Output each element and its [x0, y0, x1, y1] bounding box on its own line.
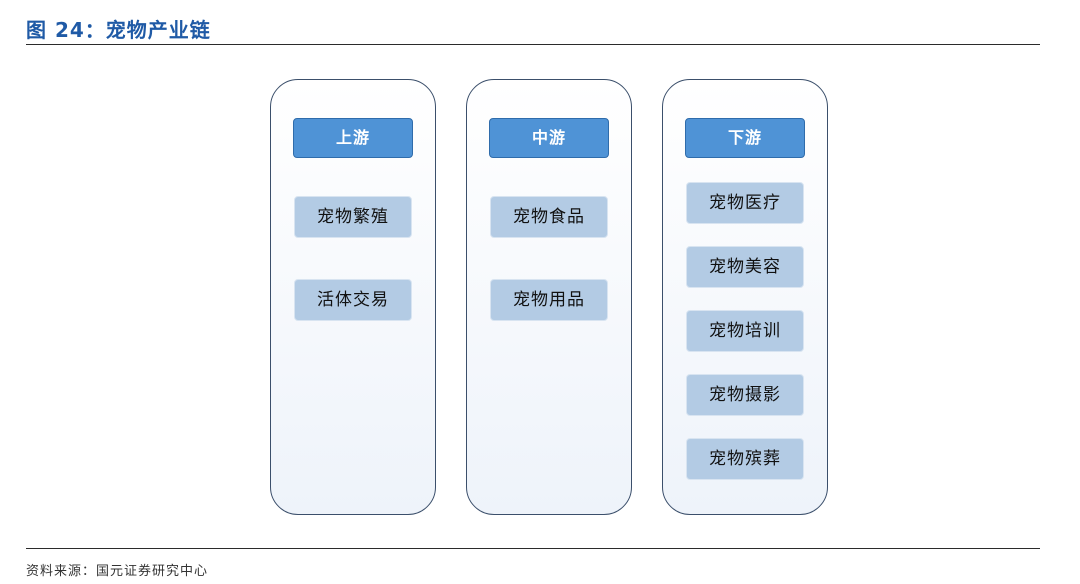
- downstream-item-funeral: 宠物殡葬: [686, 438, 804, 480]
- column-header-downstream: 下游: [685, 118, 805, 158]
- figure-title: 图 24：宠物产业链: [26, 18, 211, 42]
- midstream-item-supplies: 宠物用品: [490, 279, 608, 321]
- column-downstream: 下游 宠物医疗 宠物美容 宠物培训 宠物摄影 宠物殡葬: [662, 79, 828, 515]
- downstream-item-medical: 宠物医疗: [686, 182, 804, 224]
- column-header-upstream: 上游: [293, 118, 413, 158]
- downstream-item-grooming: 宠物美容: [686, 246, 804, 288]
- midstream-item-food: 宠物食品: [490, 196, 608, 238]
- upstream-item-breeding: 宠物繁殖: [294, 196, 412, 238]
- column-header-midstream: 中游: [489, 118, 609, 158]
- column-midstream: 中游 宠物食品 宠物用品: [466, 79, 632, 515]
- title-divider: [26, 44, 1040, 45]
- source-note: 资料来源：国元证券研究中心: [26, 564, 209, 579]
- source-divider: [26, 548, 1040, 549]
- upstream-item-live-trade: 活体交易: [294, 279, 412, 321]
- downstream-item-training: 宠物培训: [686, 310, 804, 352]
- column-upstream: 上游 宠物繁殖 活体交易: [270, 79, 436, 515]
- downstream-item-photography: 宠物摄影: [686, 374, 804, 416]
